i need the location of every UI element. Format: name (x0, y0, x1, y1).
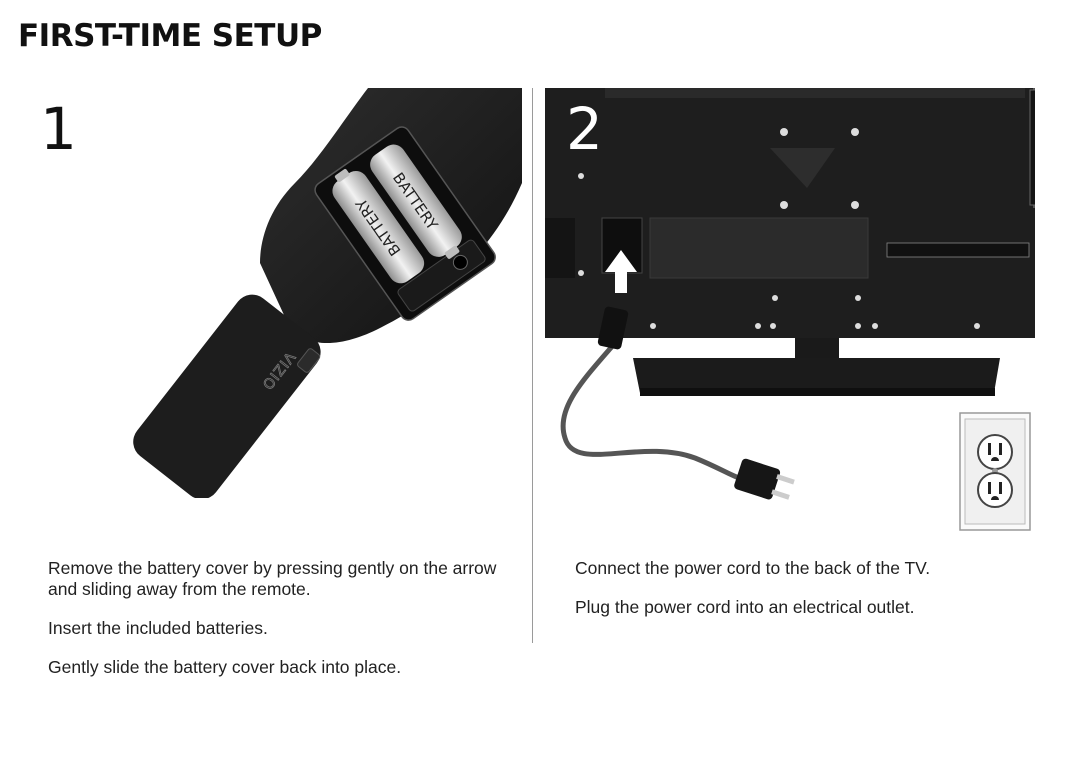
battery (370, 144, 462, 257)
mount-hole (780, 128, 788, 136)
battery-cover (133, 294, 321, 498)
ports-strip (886, 242, 1030, 258)
step-2-instructions: Connect the power cord to the back of th… (575, 558, 1045, 636)
instruction-text: Insert the included batteries. (48, 618, 268, 638)
step-1-instructions: Remove the battery cover by pressing gen… (48, 558, 503, 696)
instruction-text: Connect the power cord to the back of th… (575, 558, 931, 578)
instruction-text: Gently slide the battery cover back into… (48, 657, 402, 677)
battery (332, 170, 425, 284)
step-2-number: 2 (566, 95, 603, 163)
power-cord (560, 341, 746, 483)
power-cord-connector (597, 306, 629, 350)
electrical-outlet (959, 412, 1031, 531)
speaker-grille (649, 217, 869, 279)
mount-hole (851, 128, 859, 136)
instruction-text: Plug the power cord into an electrical o… (575, 597, 915, 617)
tv-power-illustration (545, 88, 1035, 531)
step-1-number: 1 (40, 95, 77, 163)
insert-arrow-icon (605, 250, 637, 293)
tv-stand-base (633, 358, 1000, 393)
tv-back-panel (545, 88, 1035, 338)
mount-hole (780, 201, 788, 209)
page-title: FIRST-TIME SETUP (18, 18, 322, 54)
brand-chevron (770, 148, 835, 188)
step-divider (532, 88, 533, 643)
remote-battery-illustration: BATTERY BATTERY VIZIO (133, 88, 522, 498)
instruction-text: Remove the battery cover by pressing gen… (48, 558, 497, 599)
mount-hole (851, 201, 859, 209)
power-plug (734, 458, 795, 500)
